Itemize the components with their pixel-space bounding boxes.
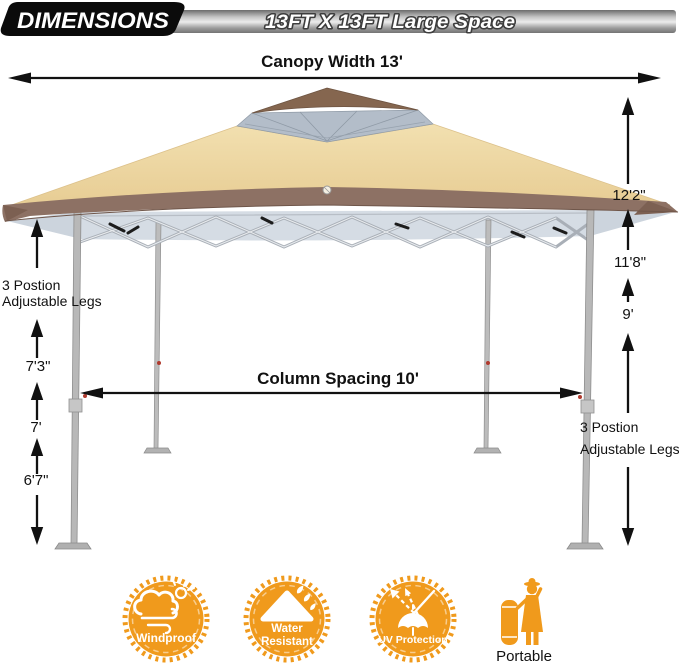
leg-button-dot	[83, 394, 87, 398]
brand-banner	[0, 2, 185, 36]
legs-note-right-line1: 3 Postion	[580, 419, 638, 435]
leg-button-dot	[486, 361, 490, 365]
canopy-trim	[2, 187, 679, 222]
canopy-diagram: Canopy Width 13' Column Spacing 10' 12'2…	[2, 52, 679, 550]
feature-badge-water-resistant: Water Resistant	[243, 575, 331, 663]
water-resistant-label-line2: Resistant	[261, 636, 313, 648]
height-chain-left: 3 Postion Adjustable Legs 7'3" 7' 6'7"	[2, 219, 102, 545]
feature-icons-row: Windproof Water Resistant	[122, 575, 552, 665]
uv-protection-icon	[390, 588, 436, 636]
feature-badge-uv-protection: UV Protection	[369, 575, 457, 663]
column-spacing-label: Column Spacing 10'	[257, 369, 419, 388]
height-label-11-8: 11'8"	[614, 254, 646, 271]
canopy-width-arrow: Canopy Width 13'	[8, 52, 661, 84]
portable-icon	[501, 578, 543, 645]
vent-cap	[251, 87, 419, 114]
height-label-9: 9'	[622, 306, 633, 323]
brand-text: DIMENSIONS	[17, 8, 169, 33]
height-label-7-3: 7'3"	[26, 358, 51, 375]
windproof-label: Windproof	[136, 631, 197, 645]
front-legs	[54, 209, 604, 550]
height-chain-right: 12'2" 11'8" 9' 3 Postion Adjustable Legs	[580, 97, 679, 546]
feature-portable: Portable	[496, 578, 552, 665]
underside-left	[7, 212, 77, 238]
leg-adjuster-block	[580, 399, 595, 414]
water-resistant-label-line1: Water	[271, 623, 303, 635]
leg-button-dot	[157, 361, 161, 365]
windproof-icon	[133, 579, 195, 635]
leg-button-dot	[578, 395, 582, 399]
column-spacing-arrow: Column Spacing 10'	[80, 369, 583, 399]
uv-protection-label: UV Protection	[378, 634, 447, 646]
canopy-illustration	[2, 87, 679, 550]
height-label-6-7: 6'7"	[24, 472, 49, 489]
header-banner-area: DIMENSIONS 13FT X 13FT Large Space	[0, 2, 676, 36]
rear-legs	[143, 219, 502, 454]
frame-truss	[78, 212, 590, 249]
brand-logo-mark	[322, 185, 332, 195]
height-label-7: 7'	[30, 419, 41, 436]
portable-label: Portable	[496, 648, 552, 665]
height-label-12-2: 12'2"	[612, 187, 645, 204]
legs-note-left-line2: Adjustable Legs	[2, 293, 102, 309]
vent-mesh	[236, 109, 434, 143]
truss-clips	[108, 216, 568, 239]
canopy-width-label: Canopy Width 13'	[261, 52, 403, 71]
legs-note-right-line2: Adjustable Legs	[580, 441, 679, 457]
subtitle-text: 13FT X 13FT Large Space	[265, 12, 515, 33]
feature-badge-windproof: Windproof	[122, 575, 210, 663]
water-resistant-icon	[260, 585, 316, 622]
legs-note-left-line1: 3 Postion	[2, 277, 60, 293]
leg-adjuster-block	[68, 398, 83, 413]
